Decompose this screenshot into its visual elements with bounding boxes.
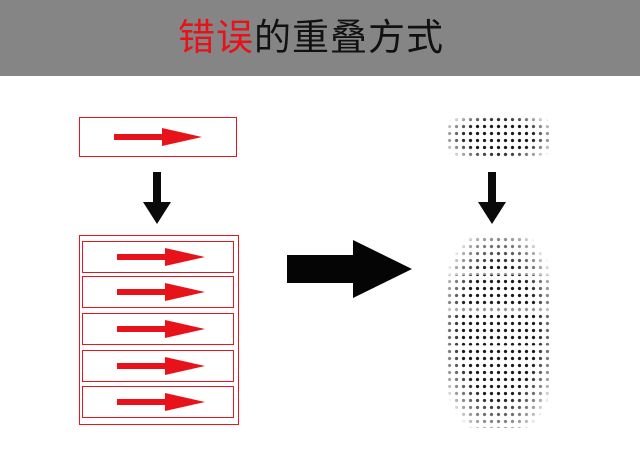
stacked-row [82,386,234,418]
right-arrow-icon [117,357,205,375]
stacked-frames [79,235,239,425]
stacked-row [82,313,234,345]
slide-title: 错误的重叠方式 [178,14,444,62]
halftone-band [446,272,552,275]
right-arrow-icon [117,393,205,411]
stacked-row [82,241,234,273]
stacked-row [82,350,234,382]
right-arrow-icon [117,283,205,301]
halftone-single [446,116,552,158]
right-arrow-icon [114,128,202,146]
right-arrow-icon [117,248,205,266]
title-highlight: 错误 [178,16,254,59]
right-arrow-icon [117,320,205,338]
halftone-stacked [446,236,552,428]
down-arrow-icon [143,172,171,224]
single-frame [79,117,237,157]
halftone-band [446,345,552,348]
down-arrow-icon [478,172,506,224]
title-bar: 错误的重叠方式 [0,0,640,76]
big-right-arrow-icon [287,240,412,298]
halftone-band [446,308,552,311]
halftone-band [446,382,552,385]
stacked-row [82,276,234,308]
title-rest: 的重叠方式 [254,16,444,59]
